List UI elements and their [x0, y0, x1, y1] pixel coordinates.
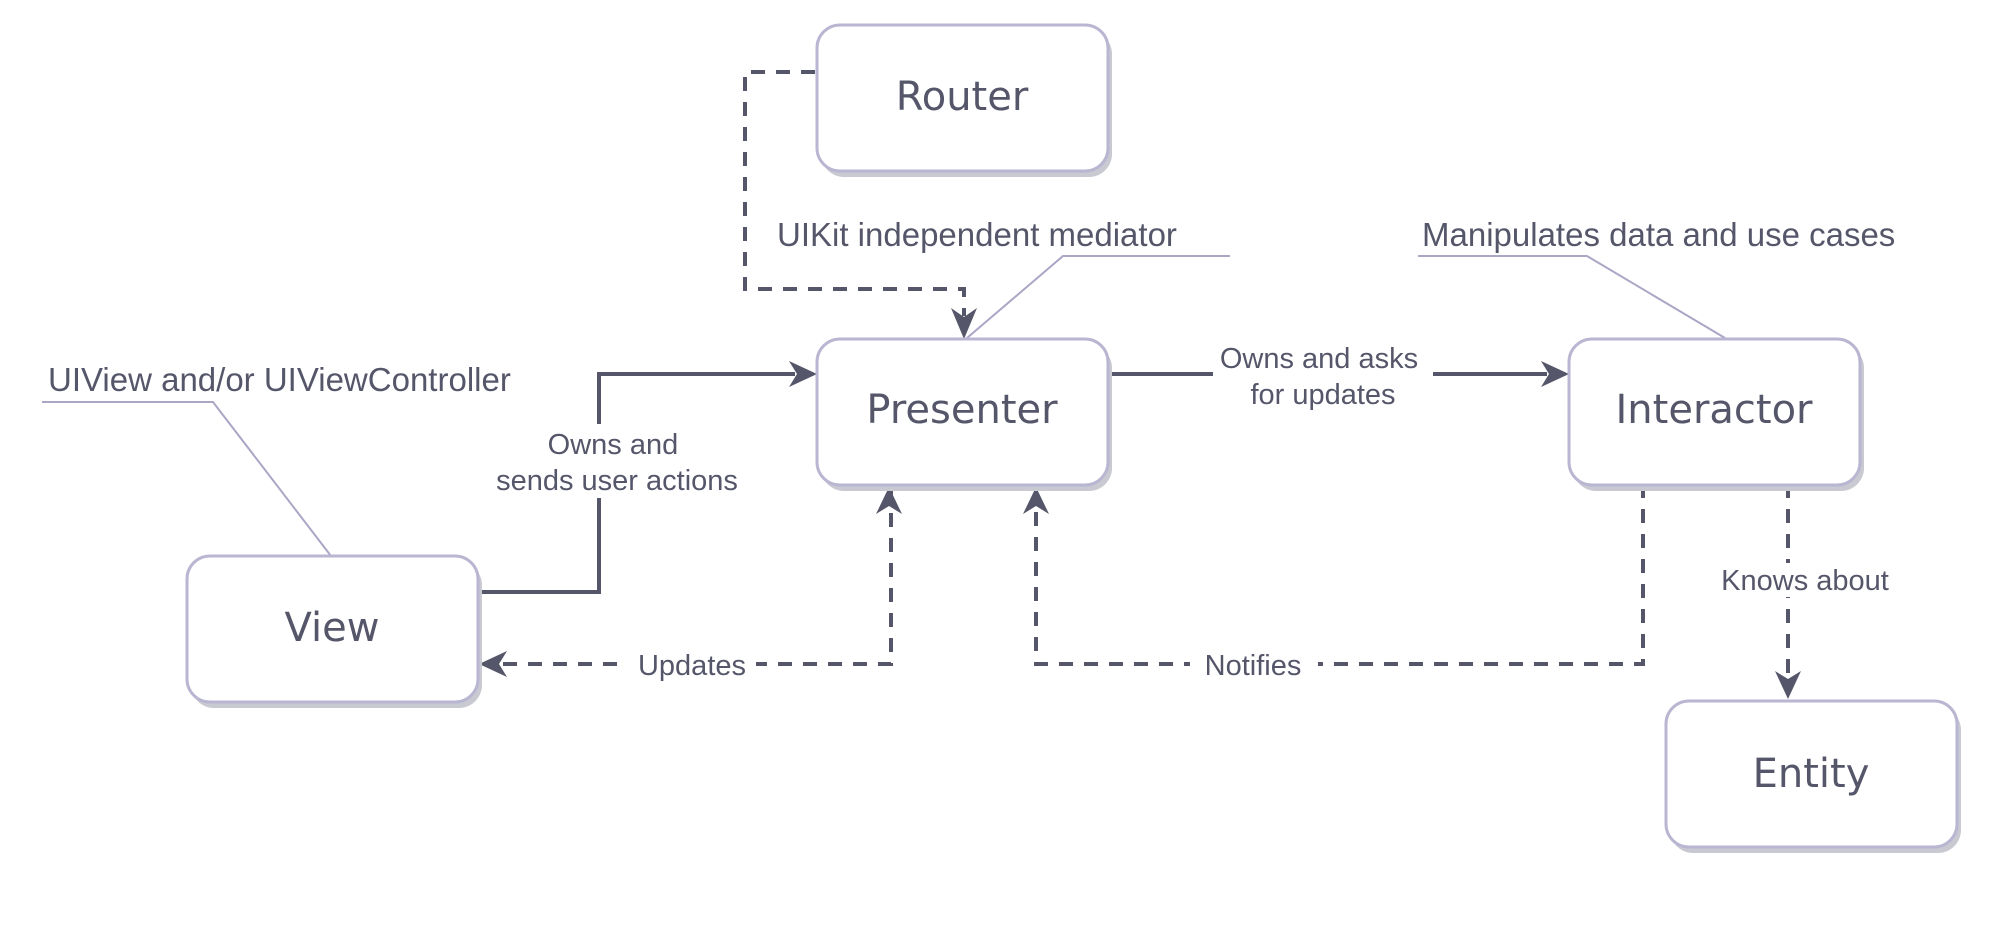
- view-node[interactable]: View: [185, 554, 482, 708]
- view-label: View: [285, 605, 380, 651]
- label-owns-sends-actions-line2: sends user actions: [496, 465, 738, 497]
- label-notifies-text: Notifies: [1205, 650, 1302, 682]
- presenter-label: Presenter: [866, 387, 1058, 433]
- interactor-label: Interactor: [1616, 387, 1814, 433]
- callout-line-interactor: [1418, 255, 1726, 339]
- label-owns-asks-updates-line1: Owns and asks: [1220, 343, 1418, 375]
- router-node[interactable]: Router: [815, 23, 1112, 177]
- label-owns-asks-updates-line2: for updates: [1250, 379, 1395, 411]
- label-owns-asks-updates: Owns and asks for updates: [1213, 340, 1433, 414]
- svg-text:Owns and asks for update: Owns and asks for updates: [1220, 343, 1426, 411]
- label-notifies: Notifies: [1190, 648, 1318, 682]
- edge-router-presenter: [743, 70, 977, 339]
- label-updates: Updates: [628, 648, 756, 682]
- callout-interactor: Manipulates data and use cases: [1422, 216, 1895, 253]
- svg-text:Owns and sends user acti: Owns and sends user actions: [496, 429, 738, 497]
- callout-view: UIView and/or UIViewController: [48, 361, 511, 398]
- callout-presenter: UIKit independent mediator: [777, 216, 1177, 253]
- label-knows-about-text: Knows about: [1721, 565, 1889, 597]
- presenter-node[interactable]: Presenter: [815, 337, 1112, 491]
- router-label: Router: [896, 74, 1029, 120]
- label-owns-sends-actions-line1: Owns and: [548, 429, 679, 461]
- interactor-node[interactable]: Interactor: [1567, 337, 1864, 491]
- label-knows-about: Knows about: [1706, 563, 1892, 597]
- entity-label: Entity: [1753, 751, 1870, 797]
- label-owns-sends-actions: Owns and sends user actions: [486, 424, 756, 498]
- edge-interactor-notifies-presenter: [1023, 484, 1645, 666]
- edge-interactor-knows-entity: [1775, 484, 1801, 699]
- callout-line-presenter: [966, 255, 1230, 339]
- entity-node[interactable]: Entity: [1664, 699, 1961, 853]
- callout-line-view: [42, 401, 332, 557]
- label-updates-text: Updates: [638, 650, 746, 682]
